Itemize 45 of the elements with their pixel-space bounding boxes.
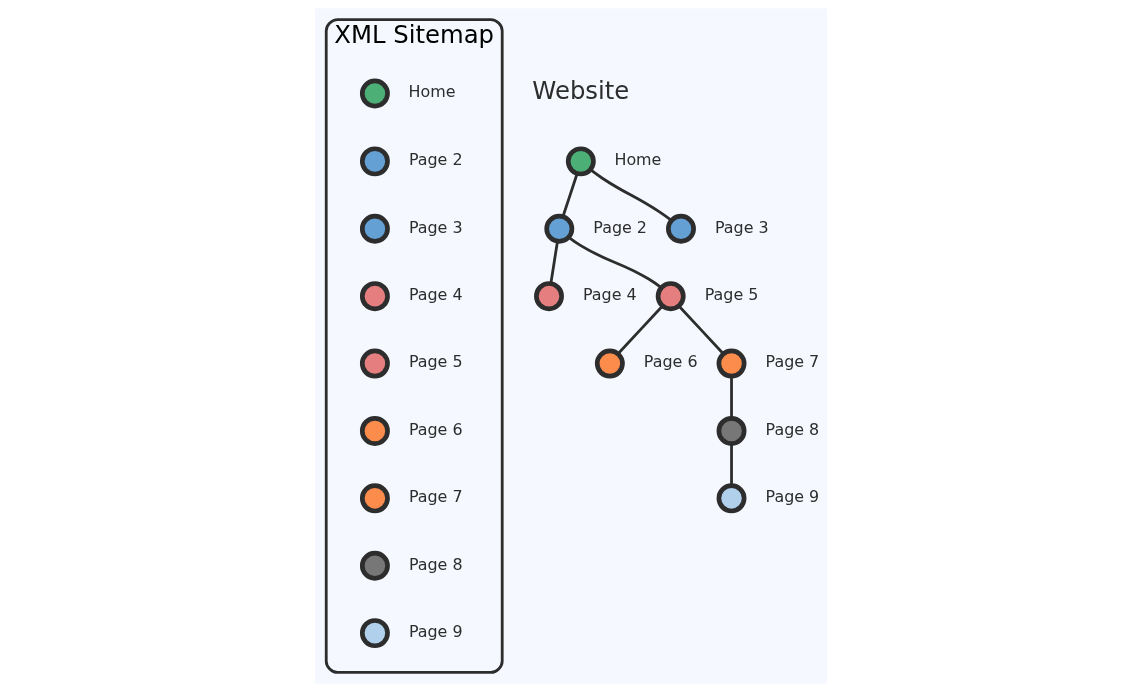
node-label: Page 5 <box>704 284 759 304</box>
node-label: Home <box>614 150 662 170</box>
node-label: Page 5 <box>408 352 463 372</box>
node-circle <box>594 348 625 379</box>
node-circle <box>359 550 390 581</box>
connector <box>589 168 672 222</box>
node-label: Page 9 <box>408 621 463 641</box>
connector <box>730 376 733 418</box>
node-label: Page 7 <box>765 352 820 372</box>
connector <box>568 236 662 289</box>
node-label: Page 3 <box>714 217 769 237</box>
node-label: Home <box>408 82 456 102</box>
node-label: Page 4 <box>583 284 637 304</box>
node-circle <box>359 415 390 446</box>
node-circle <box>655 281 686 312</box>
node-circle <box>716 483 747 514</box>
node-label: Page 7 <box>408 487 463 507</box>
node-label: Page 2 <box>408 150 463 170</box>
node-label: Page 6 <box>408 419 463 439</box>
node-circle <box>666 213 696 244</box>
connector <box>617 304 664 355</box>
connector <box>730 443 733 486</box>
node-label: Page 3 <box>408 217 463 237</box>
connector <box>677 304 725 355</box>
label: Website <box>532 76 630 106</box>
node-circle <box>716 348 747 379</box>
connector <box>561 173 579 217</box>
node-circle <box>359 78 390 109</box>
node-circle <box>565 146 596 177</box>
node-circle <box>544 213 575 244</box>
node-circle <box>716 415 747 446</box>
node-label: Page 9 <box>765 487 820 507</box>
node-circle <box>359 146 390 177</box>
node-circle <box>359 213 390 244</box>
node-circle <box>359 348 390 379</box>
node-circle <box>534 281 564 312</box>
node-label: Page 6 <box>643 352 698 372</box>
node-circle <box>359 618 390 649</box>
node-label: Page 8 <box>765 419 820 439</box>
node-label: Page 2 <box>593 217 647 237</box>
node-circle <box>359 483 390 514</box>
node-circle <box>359 281 390 312</box>
node-label: Page 4 <box>408 284 463 304</box>
connector <box>549 241 559 284</box>
node-label: Page 8 <box>408 554 463 574</box>
